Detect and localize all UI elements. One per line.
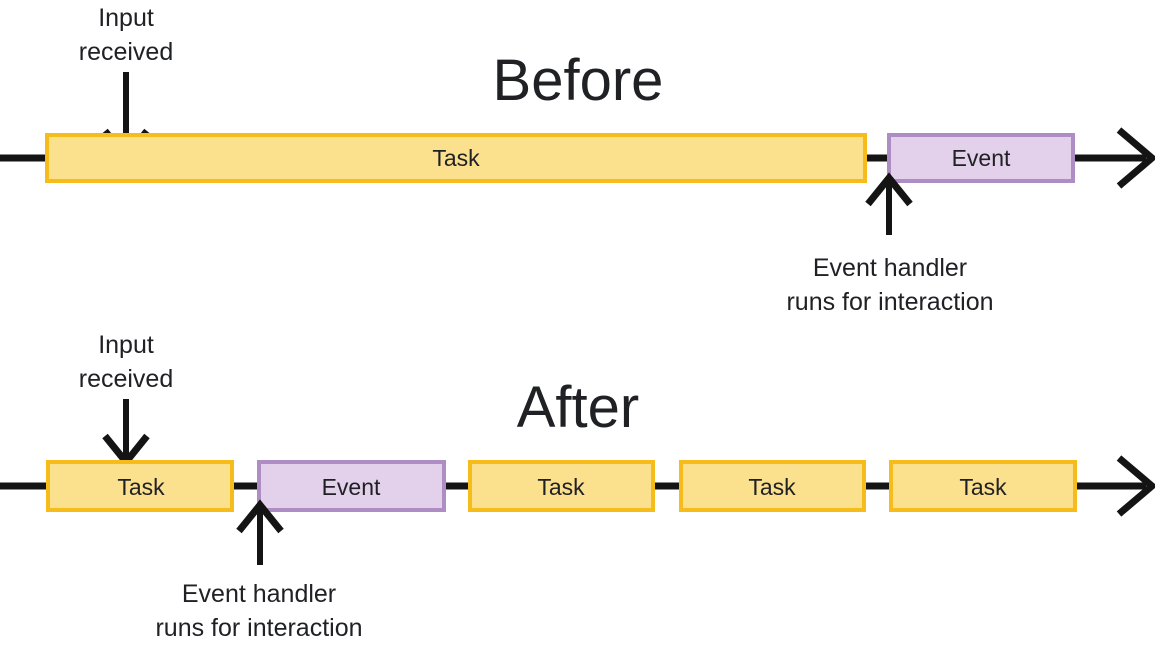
after-block-task-1-label: Task xyxy=(117,474,165,500)
after-block-task-3-label: Task xyxy=(748,474,796,500)
before-timeline-arrow-head-icon xyxy=(1116,127,1155,189)
after-block-task-2-label: Task xyxy=(537,474,585,500)
after-timeline-arrow-head-icon xyxy=(1116,455,1155,517)
after-block-event-label: Event xyxy=(322,474,381,500)
after-handler-annotation-line1: Event handler xyxy=(182,580,336,608)
after-section: After Input received Task xyxy=(0,331,1155,642)
before-handler-annotation: Event handler runs for interaction xyxy=(786,172,994,316)
after-block-task-1[interactable]: Task xyxy=(46,460,234,512)
after-input-annotation: Input received xyxy=(79,331,174,468)
before-handler-annotation-line2: runs for interaction xyxy=(786,288,993,316)
after-input-annotation-line1: Input xyxy=(98,331,154,359)
before-title: Before xyxy=(493,48,664,113)
after-handler-annotation-line2: runs for interaction xyxy=(155,614,362,642)
after-title: After xyxy=(517,375,640,440)
before-input-annotation-line2: received xyxy=(79,38,174,66)
before-section: Before Input received Task xyxy=(0,4,1155,316)
after-block-event[interactable]: Event xyxy=(257,460,446,512)
before-block-task[interactable]: Task xyxy=(45,133,867,183)
after-input-annotation-line2: received xyxy=(79,365,174,393)
after-block-task-4[interactable]: Task xyxy=(889,460,1077,512)
after-block-task-3[interactable]: Task xyxy=(679,460,866,512)
before-input-annotation-line1: Input xyxy=(98,4,154,32)
after-block-task-4-label: Task xyxy=(959,474,1007,500)
after-input-arrow-down-icon xyxy=(102,399,150,468)
before-block-event[interactable]: Event xyxy=(887,133,1075,183)
after-block-task-2[interactable]: Task xyxy=(468,460,655,512)
before-block-event-label: Event xyxy=(952,145,1011,171)
after-handler-annotation: Event handler runs for interaction xyxy=(155,499,363,642)
before-handler-annotation-line1: Event handler xyxy=(813,254,967,282)
before-input-annotation: Input received xyxy=(79,4,174,163)
before-handler-arrow-up-icon xyxy=(865,172,913,235)
before-block-task-label: Task xyxy=(432,145,480,171)
after-handler-arrow-up-icon xyxy=(236,499,284,565)
